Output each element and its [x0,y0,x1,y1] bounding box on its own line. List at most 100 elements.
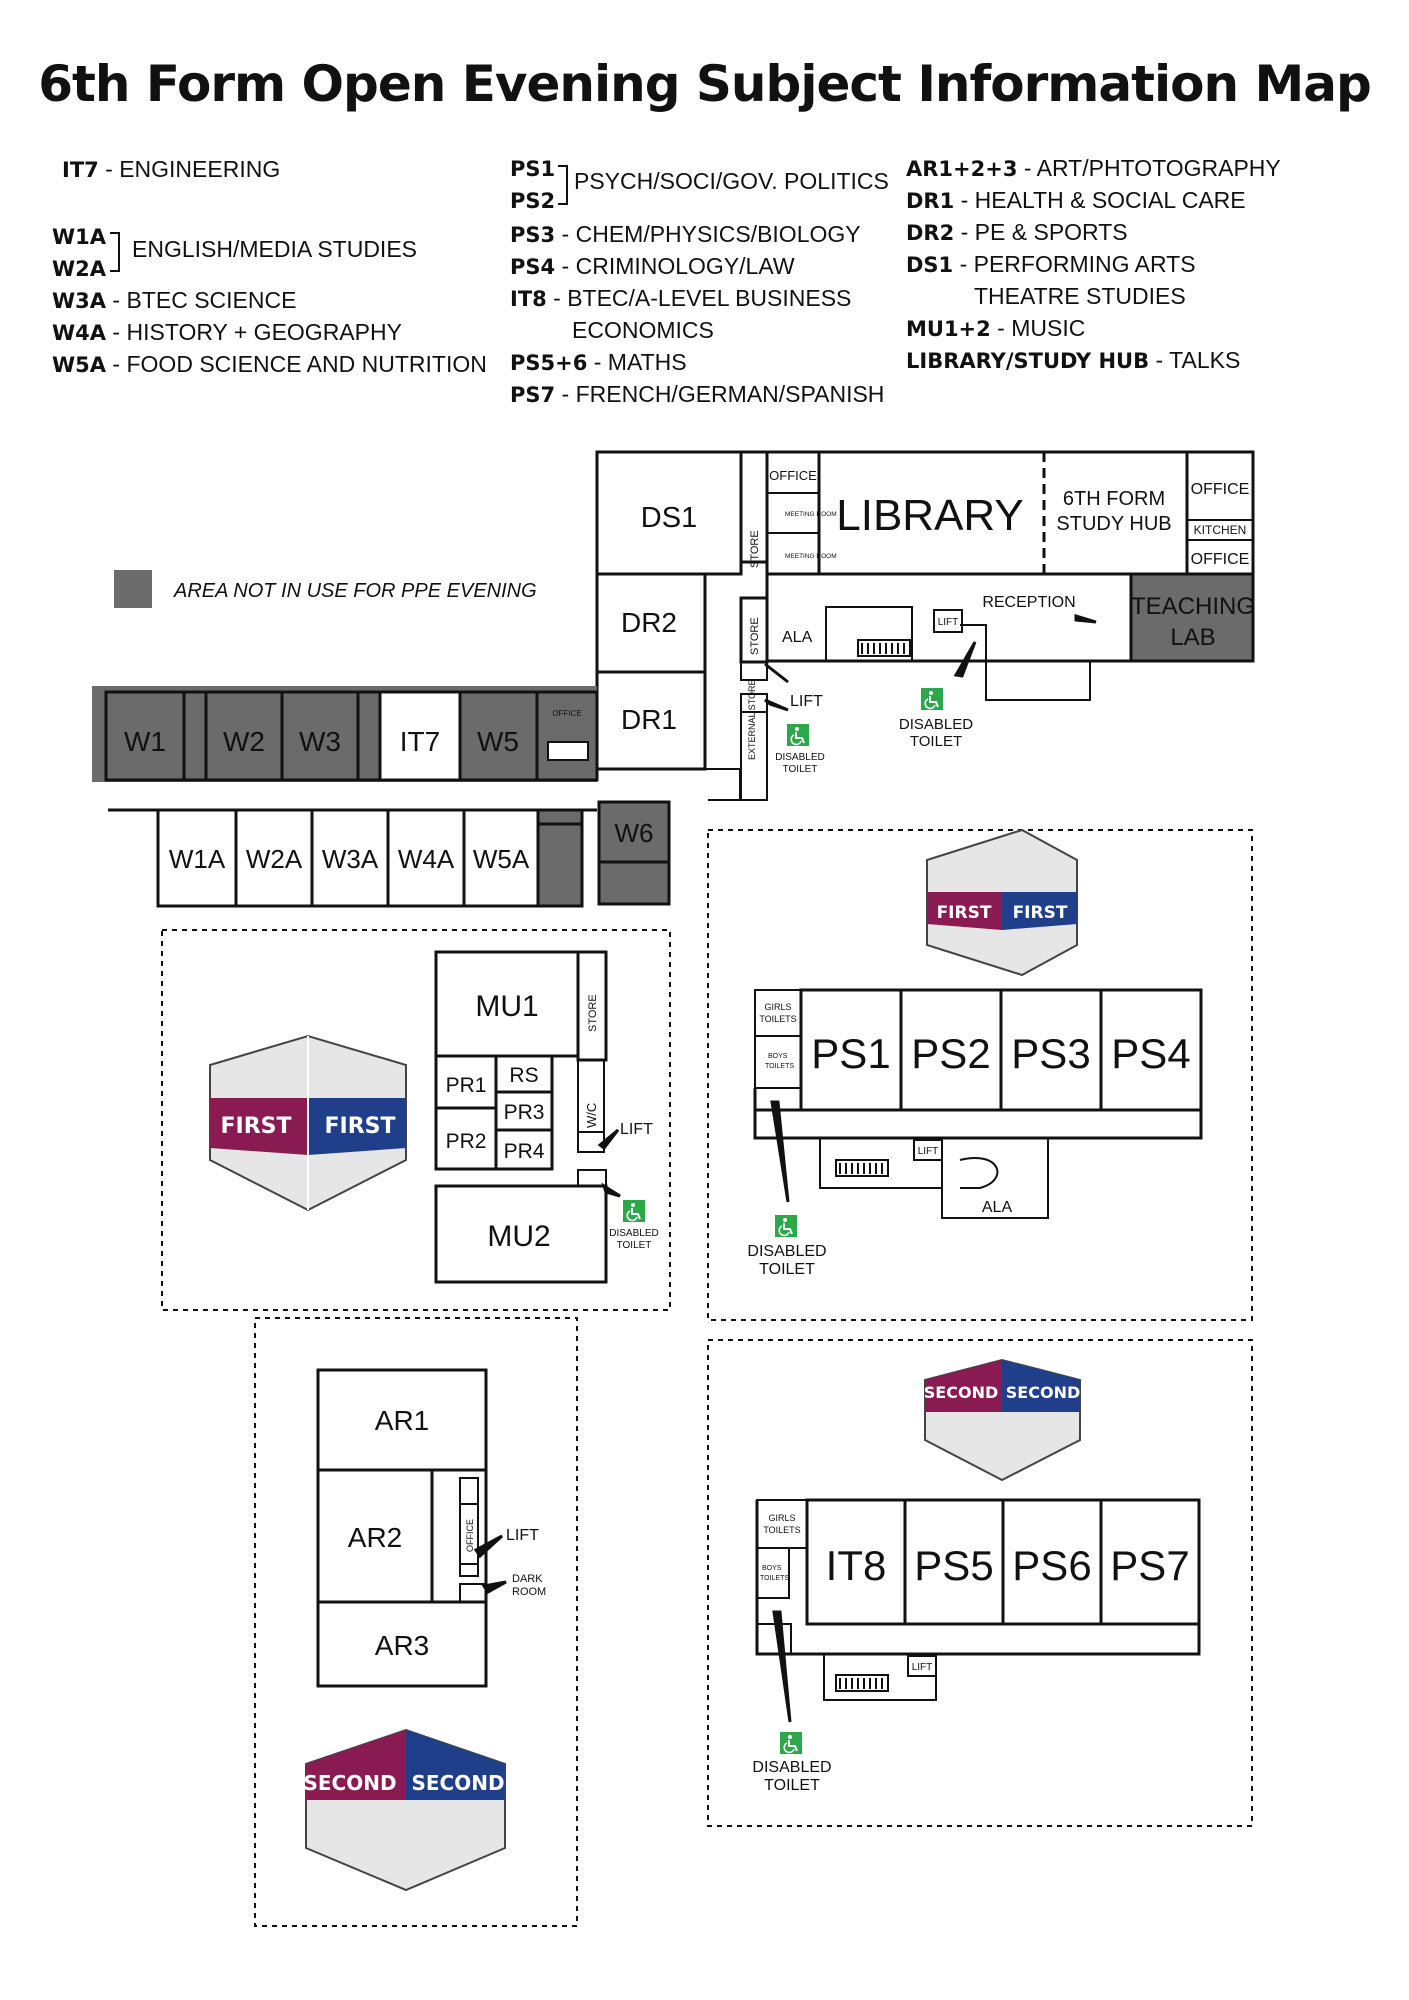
label-disabled-mu: DISABLED [609,1228,658,1239]
room-meeting-2: MEETING ROOM [785,553,837,560]
room-pr4: PR4 [504,1140,545,1163]
legend-dr1: DR1 - HEALTH & SOCIAL CARE [906,187,1246,213]
room-lab: LAB [1170,624,1215,651]
art-block: AR1 AR2 AR3 OFFICE LIFT DARK ROOM SECOND… [254,1317,578,1927]
room-ps5: PS5 [914,1542,993,1589]
room-w1: W1 [124,726,166,757]
ground-floor: DS1 STORE OFFICE MEETING ROOM MEETING RO… [595,450,1255,801]
room-ps1: PS1 [811,1030,890,1077]
room-w5a: W5A [473,844,530,874]
key-swatch [114,570,152,608]
room-ps2: PS2 [911,1030,990,1077]
room-pr2: PR2 [446,1130,487,1153]
label-girls-it8: GIRLS [768,1513,795,1523]
label-toilet-ground-1: TOILET [910,733,962,750]
badge-second-right-ps: SECOND [1006,1383,1080,1402]
label-ala-ps: ALA [982,1199,1013,1216]
room-ar1: AR1 [375,1405,429,1436]
room-w2: W2 [223,726,265,757]
label-reception: RECEPTION [982,594,1075,611]
badge-second-ps: SECOND SECOND [924,1358,1081,1482]
room-study-hub-2: STUDY HUB [1056,513,1171,535]
room-wc: W/C [584,1103,599,1128]
badge-second-left-ar: SECOND [303,1771,396,1795]
brace-w1a-w2a [110,232,120,272]
legend-w5a: W5A - FOOD SCIENCE AND NUTRITION [52,351,487,377]
room-kitchen: KITCHEN [1194,523,1247,537]
room-ar3: AR3 [375,1630,429,1661]
label-toilet-mu: TOILET [617,1240,652,1251]
room-ds1: DS1 [641,502,697,534]
room-ps7: PS7 [1110,1542,1189,1589]
room-ps3: PS3 [1011,1030,1090,1077]
badge-first-left-ps: FIRST [937,903,992,923]
legend-mu: MU1+2 - MUSIC [906,315,1086,341]
room-dr2: DR2 [621,607,677,638]
label-lift-mu: LIFT [620,1121,653,1138]
legend-ds1: DS1 - PERFORMING ARTS [906,251,1196,277]
w-block: W1 W2 W3 IT7 W5 OFFICE W1A W2A W3A W4A W… [92,686,741,908]
room-w1a: W1A [169,844,226,874]
label-toilet-ps: TOILET [759,1261,815,1278]
label-disabled-ps: DISABLED [747,1243,826,1260]
label-girls-ps: GIRLS [764,1002,791,1012]
room-mu2: MU2 [487,1220,550,1253]
label-boys-it8: BOYS [762,1565,782,1572]
room-ps4: PS4 [1111,1030,1190,1077]
legend-ps1: PS1 [510,157,556,181]
legend-ps3: PS3 - CHEM/PHYSICS/BIOLOGY [510,221,861,247]
room-ps6: PS6 [1012,1542,1091,1589]
legend-ps2: PS2 [510,189,556,213]
legend-economics: ECONOMICS [572,317,714,343]
label-ala-ground: ALA [782,629,813,646]
brace-ps1-ps2 [558,165,568,205]
legend-it8: IT8 - BTEC/A-LEVEL BUSINESS [510,285,852,311]
legend-w4a: W4A - HISTORY + GEOGRAPHY [52,319,402,345]
room-office-3: OFFICE [1191,551,1250,568]
legend-theatre: THEATRE STUDIES [974,283,1186,309]
room-office-ar: OFFICE [465,1519,475,1552]
legend-ps7: PS7 - FRENCH/GERMAN/SPANISH [510,381,885,407]
legend-w2a: W2A [52,257,107,281]
room-pr1: PR1 [446,1074,487,1097]
music-block: MU1 STORE PR1 PR2 RS PR3 PR4 W/C LIFT MU… [161,929,671,1311]
label-disabled-it8: DISABLED [752,1759,831,1776]
legend-dr2: DR2 - PE & SPORTS [906,219,1128,245]
label-disabled-ground-1: DISABLED [899,716,973,733]
room-office-1: OFFICE [769,468,817,483]
room-w4a: W4A [398,844,455,874]
label-lift-ground-1: LIFT [938,617,959,628]
room-office-2: OFFICE [1191,481,1250,498]
room-ar2: AR2 [348,1522,402,1553]
room-meeting-1: MEETING ROOM [785,511,837,518]
label-boys-ps: BOYS [768,1053,788,1060]
room-study-hub-1: 6TH FORM [1063,488,1165,510]
room-w3: W3 [299,726,341,757]
ps-second-floor: SECOND SECOND GIRLS TOILETS BOYS TOILETS… [707,1339,1253,1827]
legend-w1a: W1A [52,225,107,249]
room-w6: W6 [615,818,654,848]
label-toilets-boys-it8: TOILETS [760,1575,789,1582]
room-store-2: STORE [749,617,761,655]
room-w5: W5 [477,726,519,757]
room-library: LIBRARY [836,491,1024,540]
room-it7: IT7 [400,726,440,757]
badge-second-right-ar: SECOND [411,1771,504,1795]
page-title: 6th Form Open Evening Subject Informatio… [38,55,1372,113]
room-office-w: OFFICE [552,709,581,718]
label-lift-ar: LIFT [506,1527,539,1544]
badge-second-left-ps: SECOND [924,1383,998,1402]
room-external-store: EXTERNAL STORE [747,679,757,760]
badge-second-ar: SECOND SECOND [303,1728,506,1892]
label-lift-ground-2: LIFT [790,693,823,710]
legend-it7: IT7 - ENGINEERING [62,156,281,182]
badge-first-right-mu: FIRST [324,1114,395,1139]
legend-ar: AR1+2+3 - ART/PHTOTOGRAPHY [906,155,1281,181]
legend-psych: PSYCH/SOCI/GOV. POLITICS [574,168,889,194]
legend-ps56: PS5+6 - MATHS [510,349,687,375]
key-note: AREA NOT IN USE FOR PPE EVENING [173,580,537,602]
label-toilets-boys-ps: TOILETS [765,1063,794,1070]
label-lift-it8: LIFT [912,1662,933,1673]
room-it8: IT8 [826,1542,887,1589]
